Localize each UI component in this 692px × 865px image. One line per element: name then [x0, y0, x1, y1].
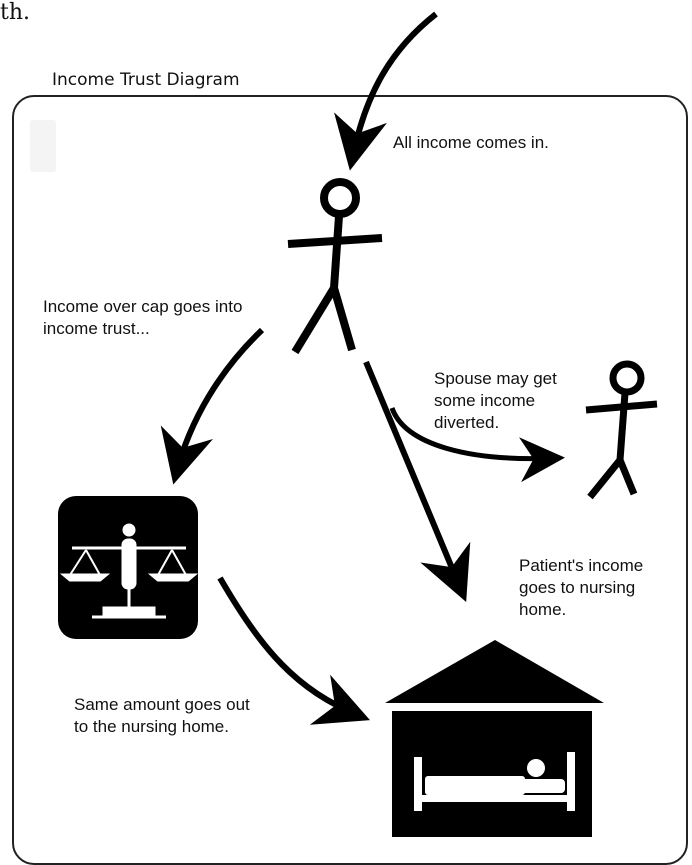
frame-smudge	[30, 120, 56, 172]
spouse-arrow	[389, 407, 565, 483]
label-patient-income: Patient's income goes to nursing home.	[519, 556, 644, 619]
trust-arrow	[160, 327, 265, 485]
income-in-arrow	[334, 11, 438, 171]
label-over-cap: Income over cap goes into income trust..…	[43, 297, 243, 338]
trust-out-arrow	[217, 576, 371, 725]
patient-income-arrow	[363, 360, 471, 602]
fragment-text: th.	[0, 0, 31, 25]
diagram-title: Income Trust Diagram	[52, 70, 240, 90]
balance-scale-icon	[58, 496, 199, 639]
spouse-person-icon	[585, 360, 658, 500]
label-same-amount: Same amount goes out to the nursing home…	[74, 695, 250, 736]
label-income-in: All income comes in.	[393, 133, 549, 152]
label-spouse: Spouse may get some income diverted.	[434, 369, 557, 432]
main-person-icon	[287, 178, 383, 355]
nursing-home-bed-icon	[385, 640, 604, 837]
